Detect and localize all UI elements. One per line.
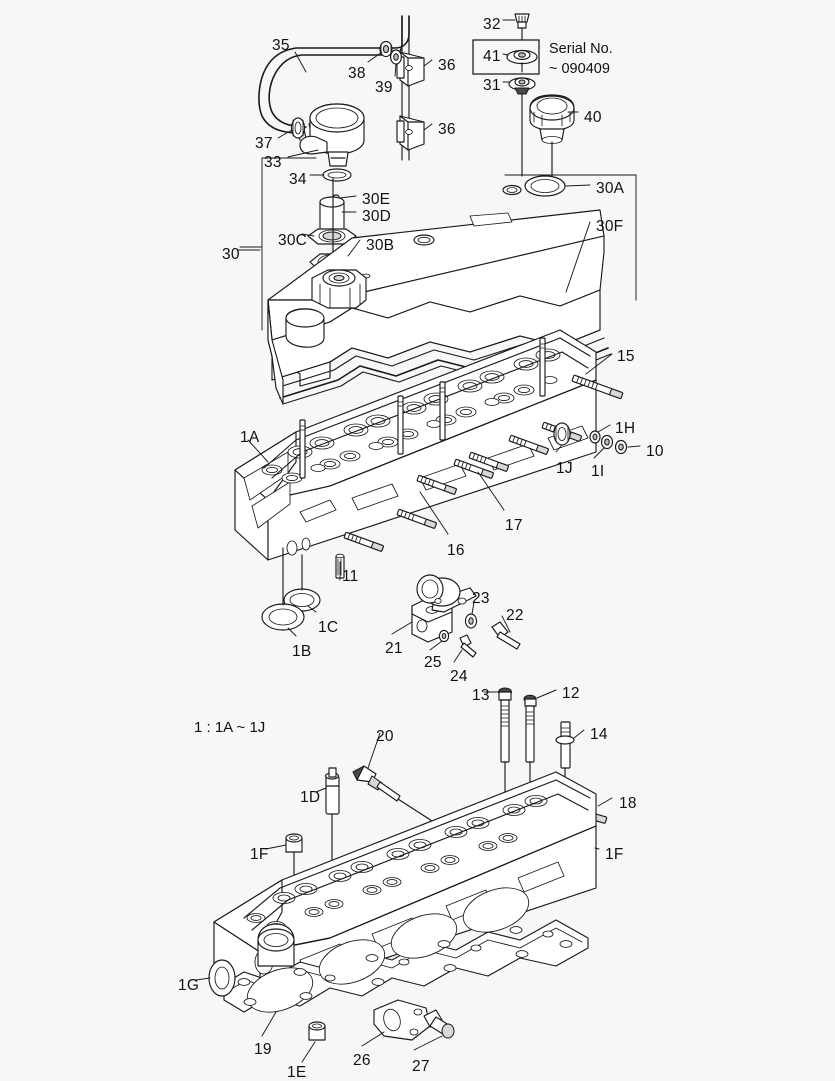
- serial-callout-box: [472, 39, 540, 75]
- o-ring-1J: [553, 422, 571, 446]
- callout-bolt: 22: [506, 607, 524, 624]
- washer-23: [464, 613, 478, 629]
- callout-washer-small: 25: [424, 654, 442, 671]
- callout-water-outlet-bracket: 21: [385, 640, 403, 657]
- callout-head-bolt-medium: 12: [562, 685, 580, 702]
- callout-seal: 1I: [591, 463, 605, 480]
- callout-dowel-pin: 11: [342, 568, 359, 585]
- callout-head-bolt-long: 13: [472, 687, 490, 704]
- callout-pcv-pin: 30E: [362, 191, 391, 208]
- callout-cover-plate: 26: [353, 1052, 371, 1069]
- washer-41: [506, 49, 538, 73]
- callout-head-bolt-short: 14: [590, 726, 608, 743]
- bolt-27: [423, 1009, 455, 1039]
- callout-seal-ring: 1G: [178, 977, 200, 994]
- oil-filler-cap-40: [529, 94, 575, 183]
- callout-plug: 1E: [287, 1064, 307, 1081]
- callout-bolt: 32: [483, 16, 501, 33]
- o-ring-34: [322, 168, 352, 182]
- head-studs-vertical: [299, 337, 546, 479]
- callout-nut: 10: [646, 443, 664, 460]
- callout-oil-filler-cap: 40: [584, 109, 602, 126]
- callout-washer: 38: [348, 65, 366, 82]
- nut-10: [614, 439, 628, 455]
- callout-pcv-valve-body: 30C: [278, 232, 308, 249]
- callout-seal-ring-small: 1C: [318, 619, 339, 636]
- callout-bolt-small: 24: [450, 668, 468, 685]
- seal-washer-31: [508, 77, 536, 177]
- callout-cylinder-head-gasket: 19: [254, 1041, 272, 1058]
- callout-glow-plug: 20: [376, 728, 394, 745]
- callout-washer: 1H: [615, 420, 636, 437]
- callout-stud-bolt: 18: [619, 795, 637, 812]
- washer-1H: [589, 430, 601, 444]
- callout-bolt: 27: [412, 1058, 430, 1075]
- callout-hose-clamp-upper: 36: [438, 57, 456, 74]
- leader-lines: [195, 19, 641, 1063]
- callout-hose-clamp-lower: 36: [438, 121, 456, 138]
- serial-note: Serial No. ~ 090409: [549, 40, 613, 79]
- callout-pcv-spring: 30D: [362, 208, 392, 225]
- legend-note: 1 : 1A ~ 1J: [194, 719, 266, 736]
- cover-plate-26: [373, 999, 431, 1041]
- callout-seal-ring: 37: [255, 135, 273, 152]
- oil-separator-33: [299, 103, 365, 167]
- bolt-32: [514, 13, 530, 41]
- callout-plug-left: 1F: [250, 846, 269, 863]
- callout-pcv-gasket: 30B: [366, 237, 395, 254]
- callout-breather-hose: 35: [272, 37, 290, 54]
- bracket-30: [239, 157, 317, 331]
- seal-1G: [208, 959, 236, 997]
- washer-38: [379, 40, 393, 58]
- callout-o-ring: 34: [289, 171, 307, 188]
- callout-washer: 23: [472, 590, 490, 607]
- callout-oil-separator: 33: [264, 154, 282, 171]
- plug-1E: [308, 1021, 326, 1041]
- callout-nut: 39: [375, 79, 393, 96]
- callout-cover-gasket: 30F: [596, 218, 624, 235]
- seal-37: [290, 117, 306, 139]
- callout-seal-washer: 31: [483, 77, 501, 94]
- callout-o-ring: 1J: [556, 460, 573, 477]
- nut-39: [390, 49, 402, 65]
- glow-plug-20: [352, 765, 447, 831]
- bracket-30-enclosure: [504, 174, 637, 301]
- callout-plug-right: 1F: [605, 846, 624, 863]
- plug-1F-left: [285, 833, 303, 963]
- callout-stud-bolt-long: 15: [617, 348, 635, 365]
- callout-cylinder-head-cover-assembly: 30: [222, 246, 240, 263]
- washer-25: [438, 629, 450, 643]
- callout-valve-guide: 1D: [300, 789, 321, 806]
- pcv-valve-body-30C: [307, 196, 357, 245]
- cylinder-head-gasket-19: [223, 887, 589, 1013]
- seal-1I: [600, 434, 614, 450]
- callout-washer-serial: 41: [483, 48, 501, 65]
- bolt-22: [491, 621, 521, 650]
- hose-clamp-36-lower: [396, 115, 425, 151]
- callout-oil-filler-neck: 30A: [596, 180, 625, 197]
- serial-note-line2: ~ 090409: [549, 60, 610, 77]
- callout-stud-bolt-medium: 17: [505, 517, 523, 534]
- bore-sleeve: [257, 923, 295, 967]
- seal-ring-1B: [261, 603, 305, 631]
- callout-seal-ring-large: 1B: [292, 643, 312, 660]
- serial-note-line1: Serial No.: [549, 41, 613, 57]
- bolt-24: [459, 634, 477, 658]
- head-bolt-12: [523, 694, 537, 827]
- callout-stud-bolt-short: 16: [447, 542, 465, 559]
- callout-cylinder-head: 1A: [240, 429, 260, 446]
